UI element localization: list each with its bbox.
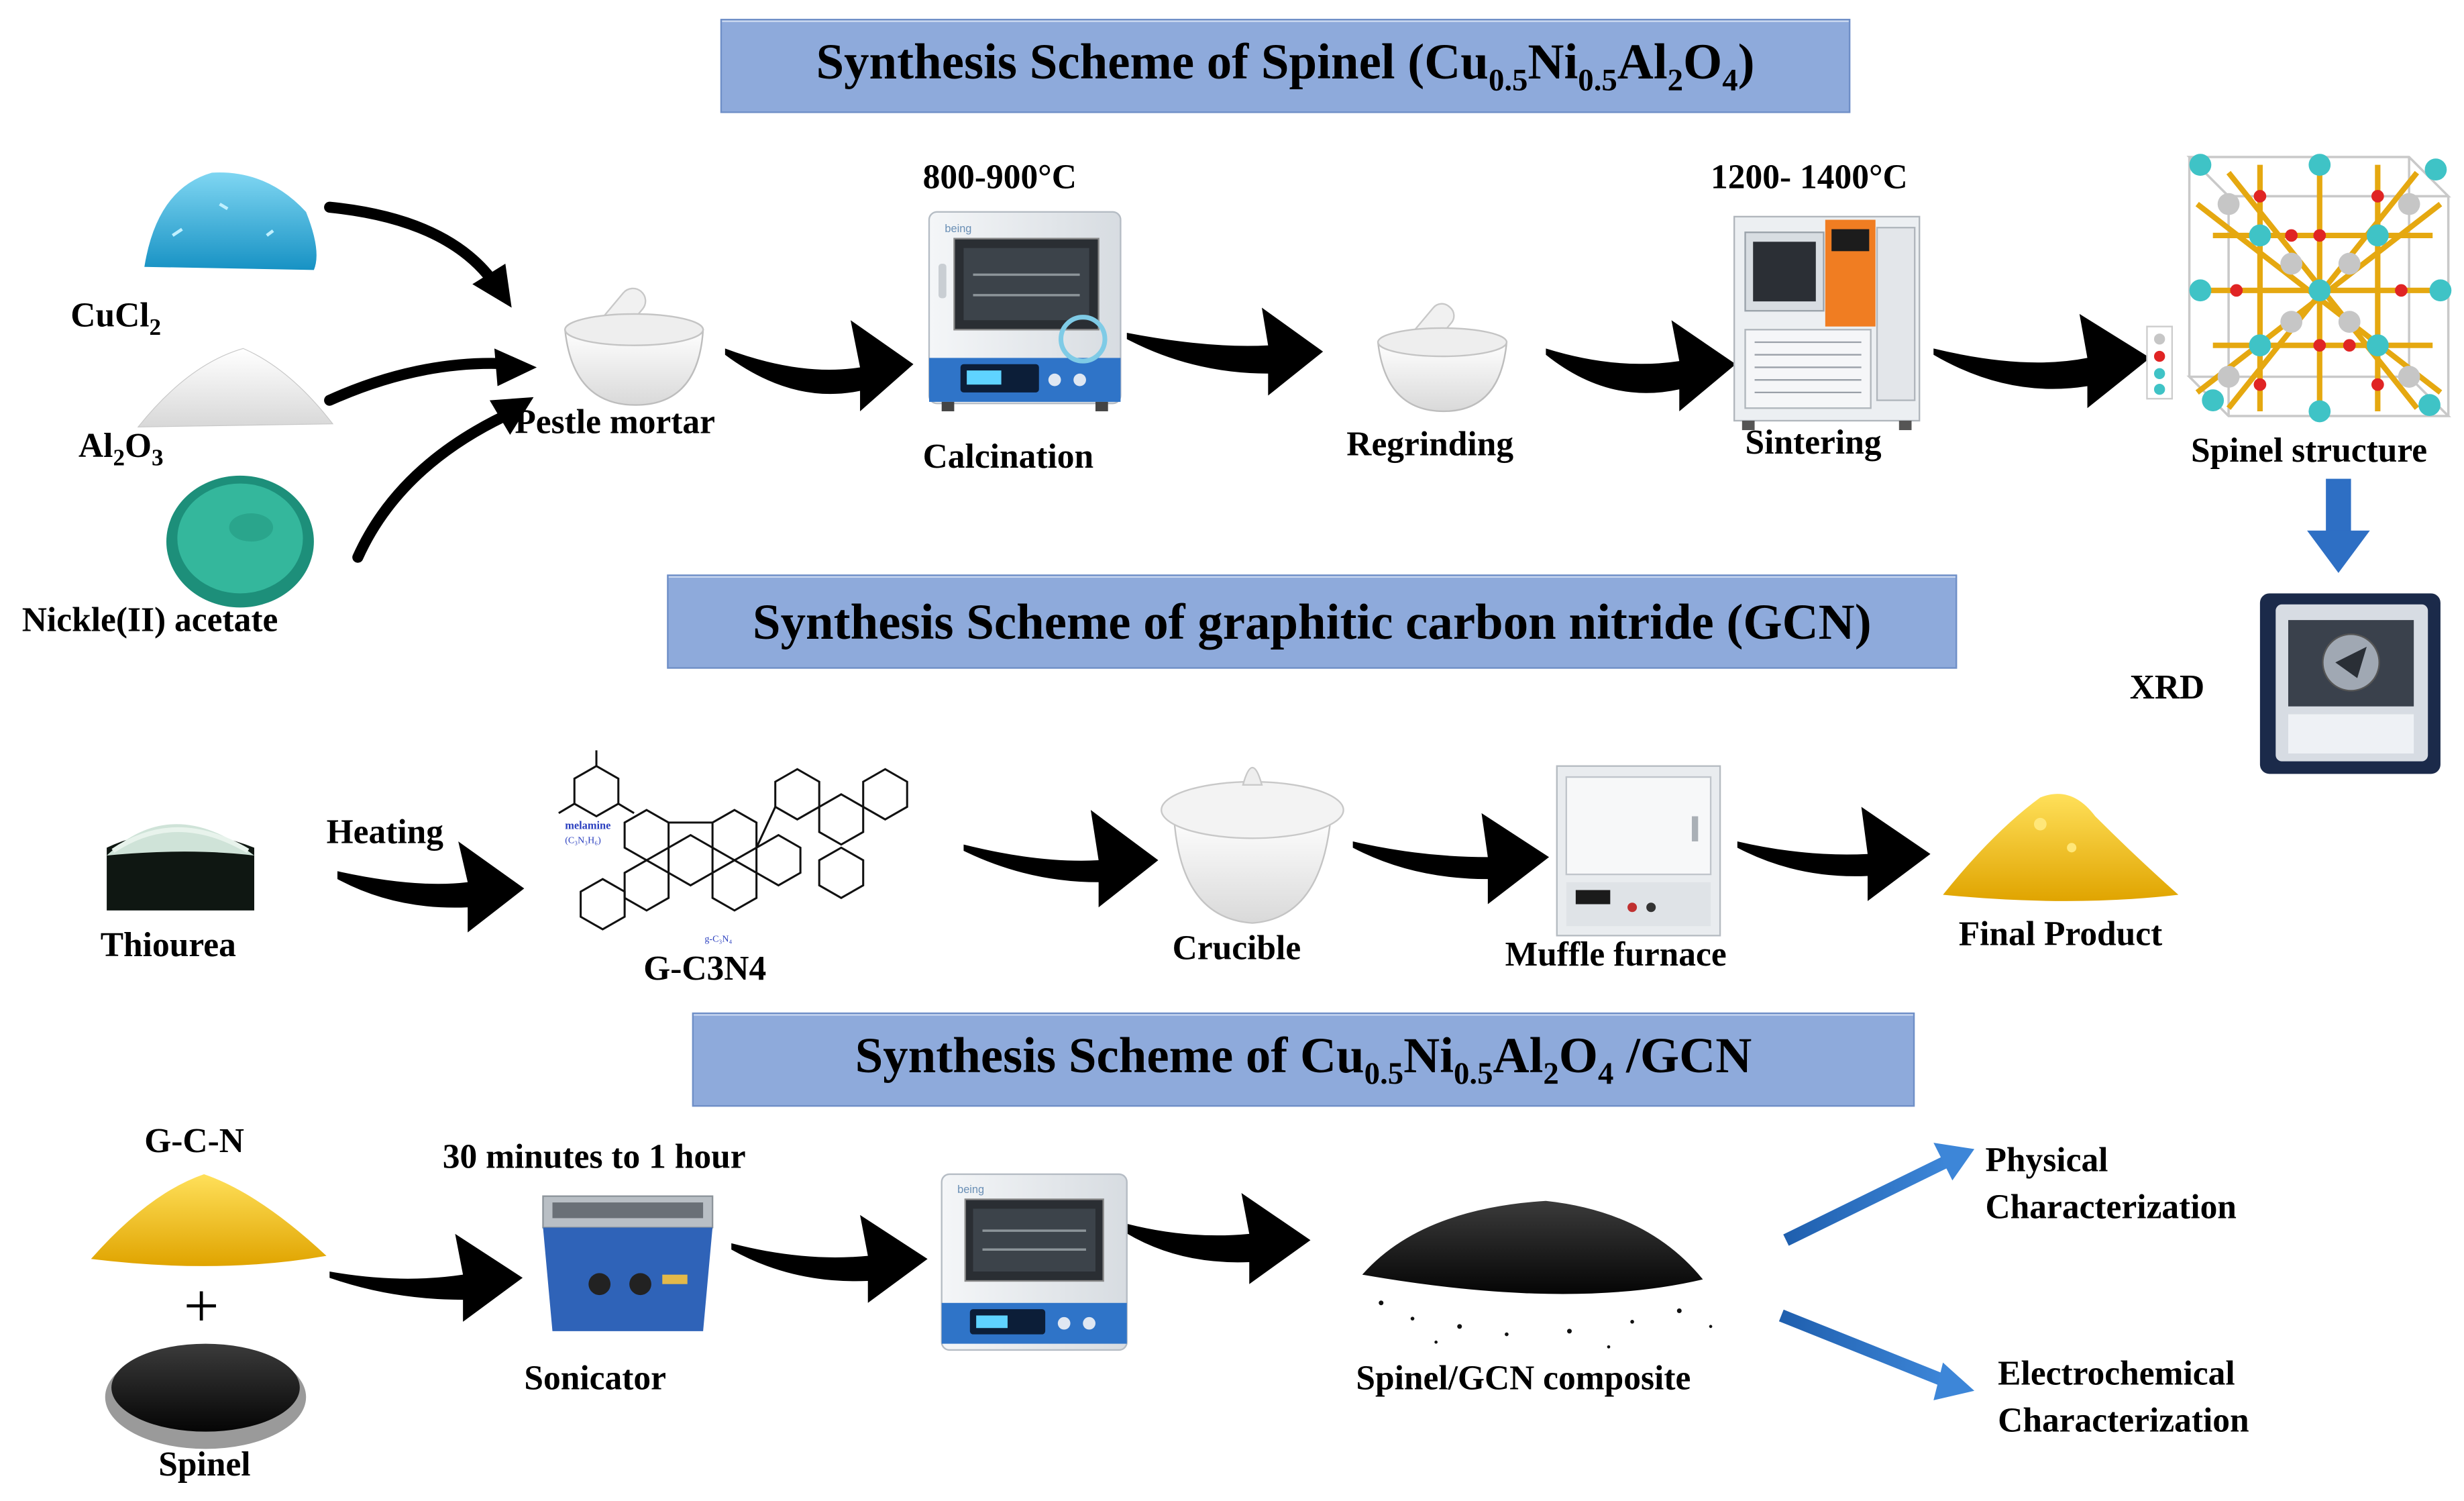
- spinel-gcn-composite-powder: [1362, 1200, 1713, 1349]
- al2o3-powder: [137, 348, 334, 427]
- svg-text:(C₃N₃H₆): (C₃N₃H₆): [565, 835, 601, 845]
- label-sintering-temp: 1200- 1400°C: [1711, 156, 1908, 197]
- gcn-yellow-powder: [91, 1174, 327, 1266]
- label-spinel-structure: Spinel structure: [2190, 430, 2428, 470]
- gc3n4-molecular-structure: [558, 750, 908, 931]
- final-product-powder: [1943, 794, 2179, 901]
- label-spinel-gcn-composite: Spinel/GCN composite: [1356, 1357, 1691, 1398]
- banner-spinel-scheme: Synthesis Scheme of Spinel (Cu0.5Ni0.5Al…: [720, 19, 1851, 113]
- sonicator-image: [542, 1195, 714, 1331]
- banner-gcn-scheme: Synthesis Scheme of graphitic carbon nit…: [667, 574, 1958, 669]
- svg-text:being: being: [957, 1184, 984, 1196]
- svg-text:melamine: melamine: [565, 819, 610, 831]
- label-al2o3: Al2O3: [78, 425, 164, 472]
- svg-text:g-C₃N₄: g-C₃N₄: [704, 934, 732, 945]
- label-regrinding: Regrinding: [1346, 423, 1514, 464]
- crucible-image: [1161, 767, 1344, 924]
- process-arrows: [329, 307, 2151, 1322]
- spinel-crystal-structure: [2146, 154, 2452, 423]
- label-thiourea: Thiourea: [100, 924, 236, 964]
- down-arrow-to-xrd: [2307, 478, 2370, 573]
- banner-composite-scheme: Synthesis Scheme of Cu0.5Ni0.5Al2O4 /GCN: [692, 1012, 1915, 1107]
- drying-oven-image: being: [941, 1173, 1128, 1351]
- label-nickel-acetate: Nickle(II) acetate: [21, 599, 278, 639]
- label-sonication-time: 30 minutes to 1 hour: [442, 1136, 746, 1176]
- cucl2-powder: [144, 172, 317, 270]
- label-xrd: XRD: [2129, 667, 2205, 707]
- label-crucible: Crucible: [1172, 927, 1301, 968]
- label-calcination-temp: 800-900°C: [922, 156, 1077, 197]
- label-final-product: Final Product: [1958, 913, 2163, 953]
- plus-sign: +: [183, 1270, 219, 1341]
- label-pestle-mortar: Pestle mortar: [515, 401, 716, 442]
- label-calcination: Calcination: [922, 436, 1094, 476]
- reagent-arrowheads: [472, 264, 537, 435]
- pestle-mortar-image: [564, 287, 704, 406]
- label-sonicator: Sonicator: [524, 1357, 667, 1398]
- thiourea-powder: [107, 824, 254, 911]
- svg-text:being: being: [945, 223, 971, 235]
- label-spinel: Spinel: [158, 1444, 251, 1484]
- calcination-oven-image: being: [928, 211, 1122, 411]
- regrinding-mortar-image: [1377, 303, 1508, 413]
- arrow-to-physical-characterization: [1783, 1143, 1975, 1246]
- arrow-to-electrochemical-characterization: [1778, 1309, 1975, 1400]
- label-cucl2: CuCl2: [70, 295, 162, 342]
- label-sintering: Sintering: [1745, 422, 1882, 462]
- nickel-acetate-dish: [166, 475, 314, 608]
- melamine-molecule: [558, 750, 635, 818]
- spinel-black-dish: [105, 1343, 307, 1449]
- sintering-furnace-image: [1733, 215, 1921, 431]
- label-gc3n4: G-C3N4: [643, 948, 767, 988]
- xrd-instrument-image: [2259, 593, 2441, 774]
- reagent-arrows: [324, 201, 521, 563]
- label-heating: Heating: [326, 811, 444, 851]
- muffle-furnace-image: [1556, 765, 1721, 937]
- label-muffle-furnace: Muffle furnace: [1505, 934, 1727, 974]
- label-gcn: G-C-N: [144, 1121, 244, 1160]
- spinel-legend-key: [2146, 325, 2174, 400]
